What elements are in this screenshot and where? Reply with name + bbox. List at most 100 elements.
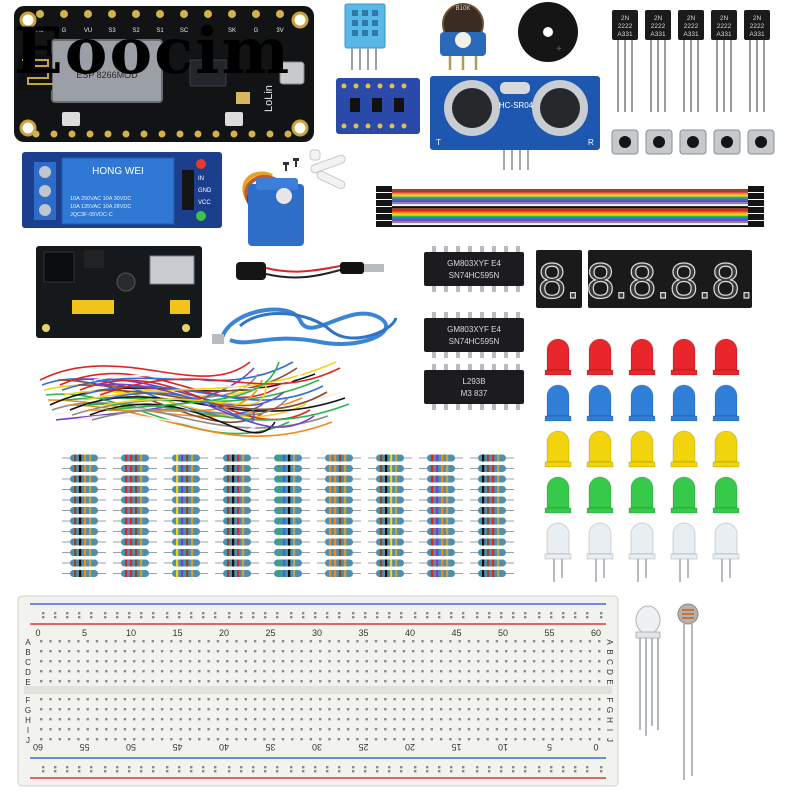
resistor: [62, 496, 106, 504]
resistor: [419, 507, 463, 514]
seven-segment-quad: 8.8.8.8.: [586, 250, 754, 310]
resistor: [317, 507, 361, 514]
resistor: [317, 528, 361, 535]
resistor: [62, 538, 106, 546]
transistor-marking: 2222: [684, 23, 699, 30]
breadboard-column-number: 55: [544, 628, 554, 638]
resistor: [266, 570, 310, 577]
resistor: [113, 475, 157, 483]
board-pin: [194, 130, 202, 138]
resistor: [164, 475, 208, 483]
antenna-trace: [22, 59, 54, 85]
relay-line-3: JQC3F-05VDC-C: [70, 212, 113, 218]
resistor: [419, 465, 463, 472]
breadboard-row-letter: I: [605, 729, 614, 731]
led: [670, 476, 698, 514]
breadboard-row-letter: I: [27, 726, 29, 735]
transistor-marking: 2222: [717, 23, 732, 30]
battery-clip-cable: [236, 262, 384, 280]
resistor: [164, 486, 208, 493]
led: [712, 384, 740, 422]
transistor-marking: A331: [749, 31, 765, 38]
breadboard-column-number: 55: [79, 742, 89, 752]
board-pin: [276, 10, 284, 18]
resistor: [62, 465, 106, 472]
resistor: [215, 507, 259, 514]
resistor: [317, 559, 361, 567]
transistor-marking: 2N: [621, 15, 630, 22]
chip-marking: SN74HC595N: [449, 337, 500, 346]
resistor: [62, 517, 106, 525]
led: [712, 522, 740, 582]
resistor: [215, 549, 259, 556]
led: [544, 384, 572, 422]
tactile-button: [611, 129, 639, 155]
resistor: [164, 454, 208, 462]
quad-digits: 8.8.8.8.: [587, 253, 754, 309]
transistor-marking: 2222: [750, 23, 765, 30]
breadboard-row-letter: B: [605, 649, 614, 654]
resistor: [113, 559, 157, 567]
led: [670, 338, 698, 376]
resistor: [215, 454, 259, 462]
board-pin: [84, 10, 92, 18]
resistor: [266, 486, 310, 493]
led: [544, 476, 572, 514]
resistor: [317, 475, 361, 483]
breadboard-row-letter: H: [605, 717, 614, 723]
resistor: [317, 486, 361, 493]
resistor: [113, 486, 157, 493]
led: [670, 522, 698, 582]
flash-button: [62, 112, 80, 126]
rgb-led: [635, 605, 661, 736]
breadboard-row-letter: J: [26, 736, 30, 745]
resistor: [164, 559, 208, 567]
resistor: [62, 549, 106, 556]
resistor: [470, 507, 514, 514]
potentiometer: B10K: [440, 3, 486, 70]
breadboard-column-number: 0: [593, 742, 598, 752]
relay-module: HONG WEI 10A 250VAC 10A 30VDC 10A 125VAC…: [22, 152, 222, 228]
board-pin-label: SK: [228, 28, 236, 34]
chip-marking: GM803XYF E4: [447, 325, 501, 334]
breadboard-column-number: 25: [265, 628, 275, 638]
resistor: [470, 538, 514, 546]
resistor: [164, 549, 208, 556]
breadboard-column-number: 10: [498, 742, 508, 752]
board-pin: [176, 130, 184, 138]
board-pin: [32, 130, 40, 138]
breadboard-row-letter: G: [605, 707, 614, 713]
transistor-group: 2N2222A3312N2222A3312N2222A3312N2222A331…: [612, 10, 770, 112]
led: [586, 430, 614, 468]
resistor: [113, 538, 157, 546]
board-pin-label: G: [254, 28, 259, 34]
relay-led-green: [196, 211, 206, 221]
board-pin: [86, 130, 94, 138]
breadboard-column-number: 30: [312, 628, 322, 638]
board-pin: [266, 130, 274, 138]
resistor: [470, 528, 514, 535]
ultrasonic-sensor: HC-SR04 T R: [430, 76, 600, 170]
resistor: [317, 454, 361, 462]
resistor: [113, 528, 157, 535]
led: [586, 338, 614, 376]
resistor: [215, 570, 259, 577]
resistor: [113, 517, 157, 525]
ribbon-jumper-cable: [376, 186, 764, 228]
resistor: [62, 507, 106, 514]
resistor: [113, 570, 157, 577]
chip-marking: M3 837: [461, 389, 488, 398]
board-pin: [132, 10, 140, 18]
breadboard-column-number: 10: [126, 628, 136, 638]
resistor: [368, 538, 412, 546]
breadboard-row-letter: H: [25, 716, 31, 725]
resistor: [470, 454, 514, 462]
sensor-model: HC-SR04: [499, 101, 534, 110]
resistor: [266, 496, 310, 504]
logic-level-converter: [336, 78, 420, 134]
chip-marking: L293B: [462, 377, 485, 386]
board-pin: [248, 130, 256, 138]
